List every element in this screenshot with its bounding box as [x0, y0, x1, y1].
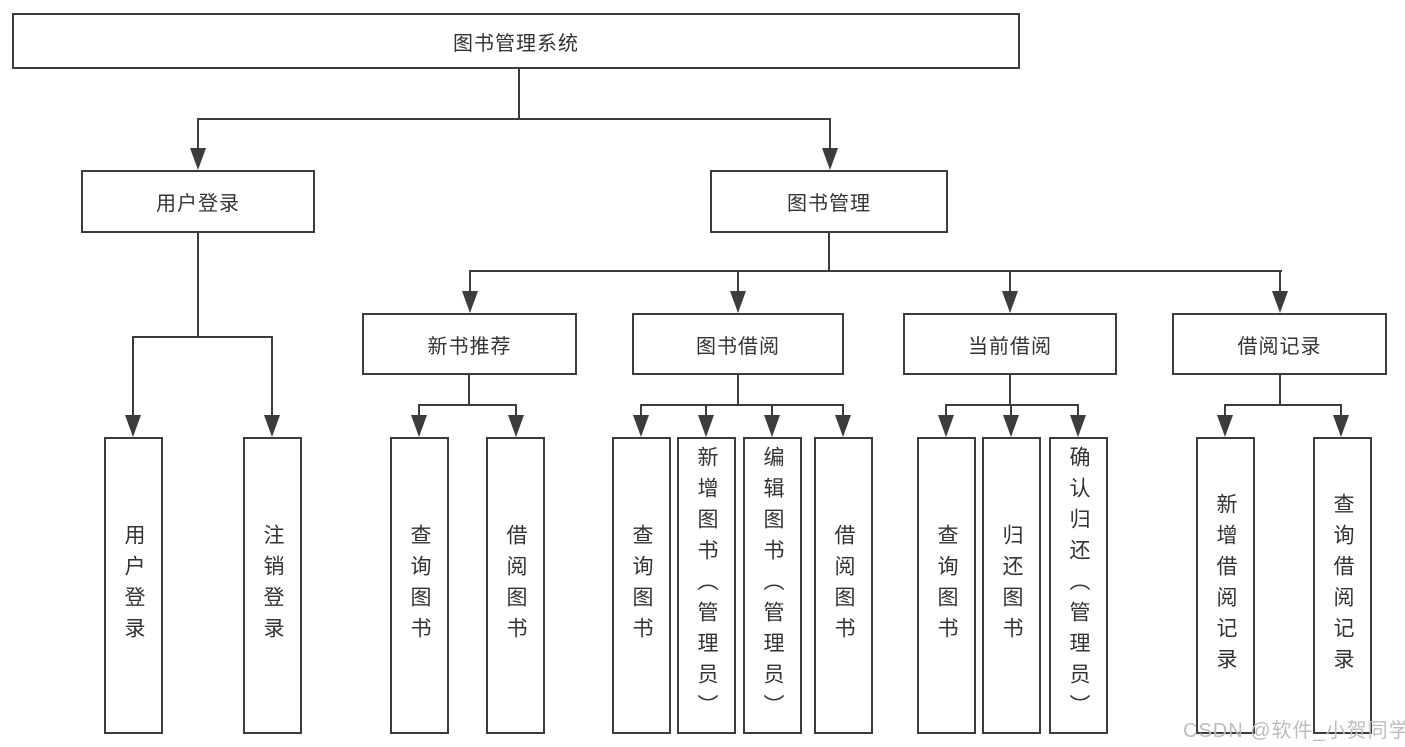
- leaf-edit-books-admin: 编辑图书（管理员）: [743, 437, 802, 734]
- node-label: 借阅记录: [1237, 335, 1322, 358]
- node-new-book-recommendation: 新书推荐: [362, 313, 577, 375]
- arrow-down-icon: [698, 415, 714, 437]
- node-label: 新增借阅记录: [1214, 492, 1237, 679]
- leaf-add-borrow-record: 新增借阅记录: [1196, 437, 1255, 734]
- leaf-borrow-books: 借阅图书: [814, 437, 873, 734]
- connector-borrow-drop-3: [771, 404, 773, 417]
- leaf-logout: 注销登录: [243, 437, 302, 734]
- node-book-borrowing: 图书借阅: [632, 313, 844, 375]
- connector-userlogin-hbar: [132, 336, 273, 338]
- connector-borrow-hbar: [640, 404, 844, 406]
- arrow-down-icon: [411, 415, 427, 437]
- connector-bookmgmt-drop-2: [737, 270, 739, 292]
- leaf-query-books-recommend: 查询图书: [390, 437, 449, 734]
- connector-userlogin-drop-1: [132, 336, 134, 416]
- connector-newbook-drop-2: [515, 404, 517, 417]
- arrow-down-icon: [1003, 415, 1019, 437]
- connector-records-drop-2: [1340, 404, 1342, 417]
- connector-borrow-drop-1: [640, 404, 642, 417]
- arrow-down-icon: [125, 415, 141, 437]
- node-label: 用户登录: [156, 193, 240, 215]
- node-label: 图书借阅: [696, 335, 780, 358]
- csdn-watermark: CSDN @软件_小贺同学: [1183, 720, 1405, 742]
- node-book-management-group: 图书管理: [710, 170, 948, 233]
- arrow-down-icon: [822, 148, 838, 170]
- node-library-management-system: 图书管理系统: [12, 13, 1020, 69]
- connector-bookmgmt-hbar: [469, 270, 1282, 272]
- connector-current-drop-3: [1077, 404, 1079, 417]
- arrow-down-icon: [764, 415, 780, 437]
- leaf-user-login: 用户登录: [104, 437, 163, 734]
- connector-userlogin-drop-2: [271, 336, 273, 416]
- node-current-borrowing: 当前借阅: [903, 313, 1117, 375]
- connector-bookmgmt-drop-1: [469, 270, 471, 292]
- connector-newbook-drop-1: [418, 404, 420, 417]
- node-borrowing-records: 借阅记录: [1172, 313, 1387, 375]
- node-label: 图书管理: [787, 193, 871, 215]
- connector-borrow-drop-2: [705, 404, 707, 417]
- connector-current-drop-2: [1010, 404, 1012, 417]
- connector-bookmgmt-drop-3: [1009, 270, 1011, 292]
- connector-current-stem: [1009, 375, 1011, 406]
- node-label: 当前借阅: [968, 335, 1052, 358]
- arrow-down-icon: [1217, 415, 1233, 437]
- leaf-query-books-current: 查询图书: [917, 437, 976, 734]
- node-label: 注销登录: [261, 523, 284, 648]
- connector-root-drop-left: [197, 118, 199, 150]
- leaf-add-books-admin: 新增图书（管理员）: [677, 437, 736, 734]
- connector-root-hbar: [197, 118, 831, 120]
- leaf-borrow-books-recommend: 借阅图书: [486, 437, 545, 734]
- connector-current-hbar: [945, 404, 1079, 406]
- arrow-down-icon: [835, 415, 851, 437]
- arrow-down-icon: [264, 415, 280, 437]
- arrow-down-icon: [462, 291, 478, 313]
- node-label: 借阅图书: [504, 523, 527, 648]
- node-label: 用户登录: [122, 523, 145, 648]
- connector-borrow-stem: [737, 375, 739, 406]
- connector-current-drop-1: [945, 404, 947, 417]
- leaf-query-books-borrow: 查询图书: [612, 437, 671, 734]
- node-label: 查询借阅记录: [1331, 492, 1354, 679]
- connector-records-hbar: [1224, 404, 1342, 406]
- arrow-down-icon: [730, 291, 746, 313]
- node-label: 编辑图书（管理员）: [761, 446, 784, 725]
- node-label: 确认归还（管理员）: [1067, 446, 1090, 725]
- leaf-return-books: 归还图书: [982, 437, 1041, 734]
- connector-records-stem: [1279, 375, 1281, 406]
- connector-bookmgmt-drop-4: [1279, 270, 1281, 292]
- arrow-down-icon: [1002, 291, 1018, 313]
- arrow-down-icon: [1272, 291, 1288, 313]
- node-label: 查询图书: [408, 523, 431, 648]
- node-user-login-group: 用户登录: [81, 170, 315, 233]
- leaf-confirm-return-admin: 确认归还（管理员）: [1049, 437, 1108, 734]
- connector-borrow-drop-4: [842, 404, 844, 417]
- arrow-down-icon: [190, 148, 206, 170]
- arrow-down-icon: [633, 415, 649, 437]
- connector-userlogin-stem: [197, 233, 199, 338]
- arrow-down-icon: [938, 415, 954, 437]
- node-label: 借阅图书: [832, 523, 855, 648]
- arrow-down-icon: [1333, 415, 1349, 437]
- node-label: 归还图书: [1000, 523, 1023, 648]
- connector-root-drop-right: [829, 118, 831, 150]
- node-label: 新书推荐: [427, 335, 512, 358]
- node-label: 查询图书: [630, 523, 653, 648]
- node-label: 图书管理系统: [453, 32, 579, 55]
- connector-records-drop-1: [1224, 404, 1226, 417]
- node-label: 查询图书: [935, 523, 958, 648]
- connector-root-stem: [518, 69, 520, 119]
- connector-newbook-hbar: [418, 404, 517, 406]
- arrow-down-icon: [1070, 415, 1086, 437]
- arrow-down-icon: [508, 415, 524, 437]
- connector-newbook-stem: [468, 375, 470, 406]
- leaf-query-borrow-record: 查询借阅记录: [1313, 437, 1372, 734]
- node-label: 新增图书（管理员）: [695, 446, 718, 725]
- connector-bookmgmt-stem: [828, 233, 830, 272]
